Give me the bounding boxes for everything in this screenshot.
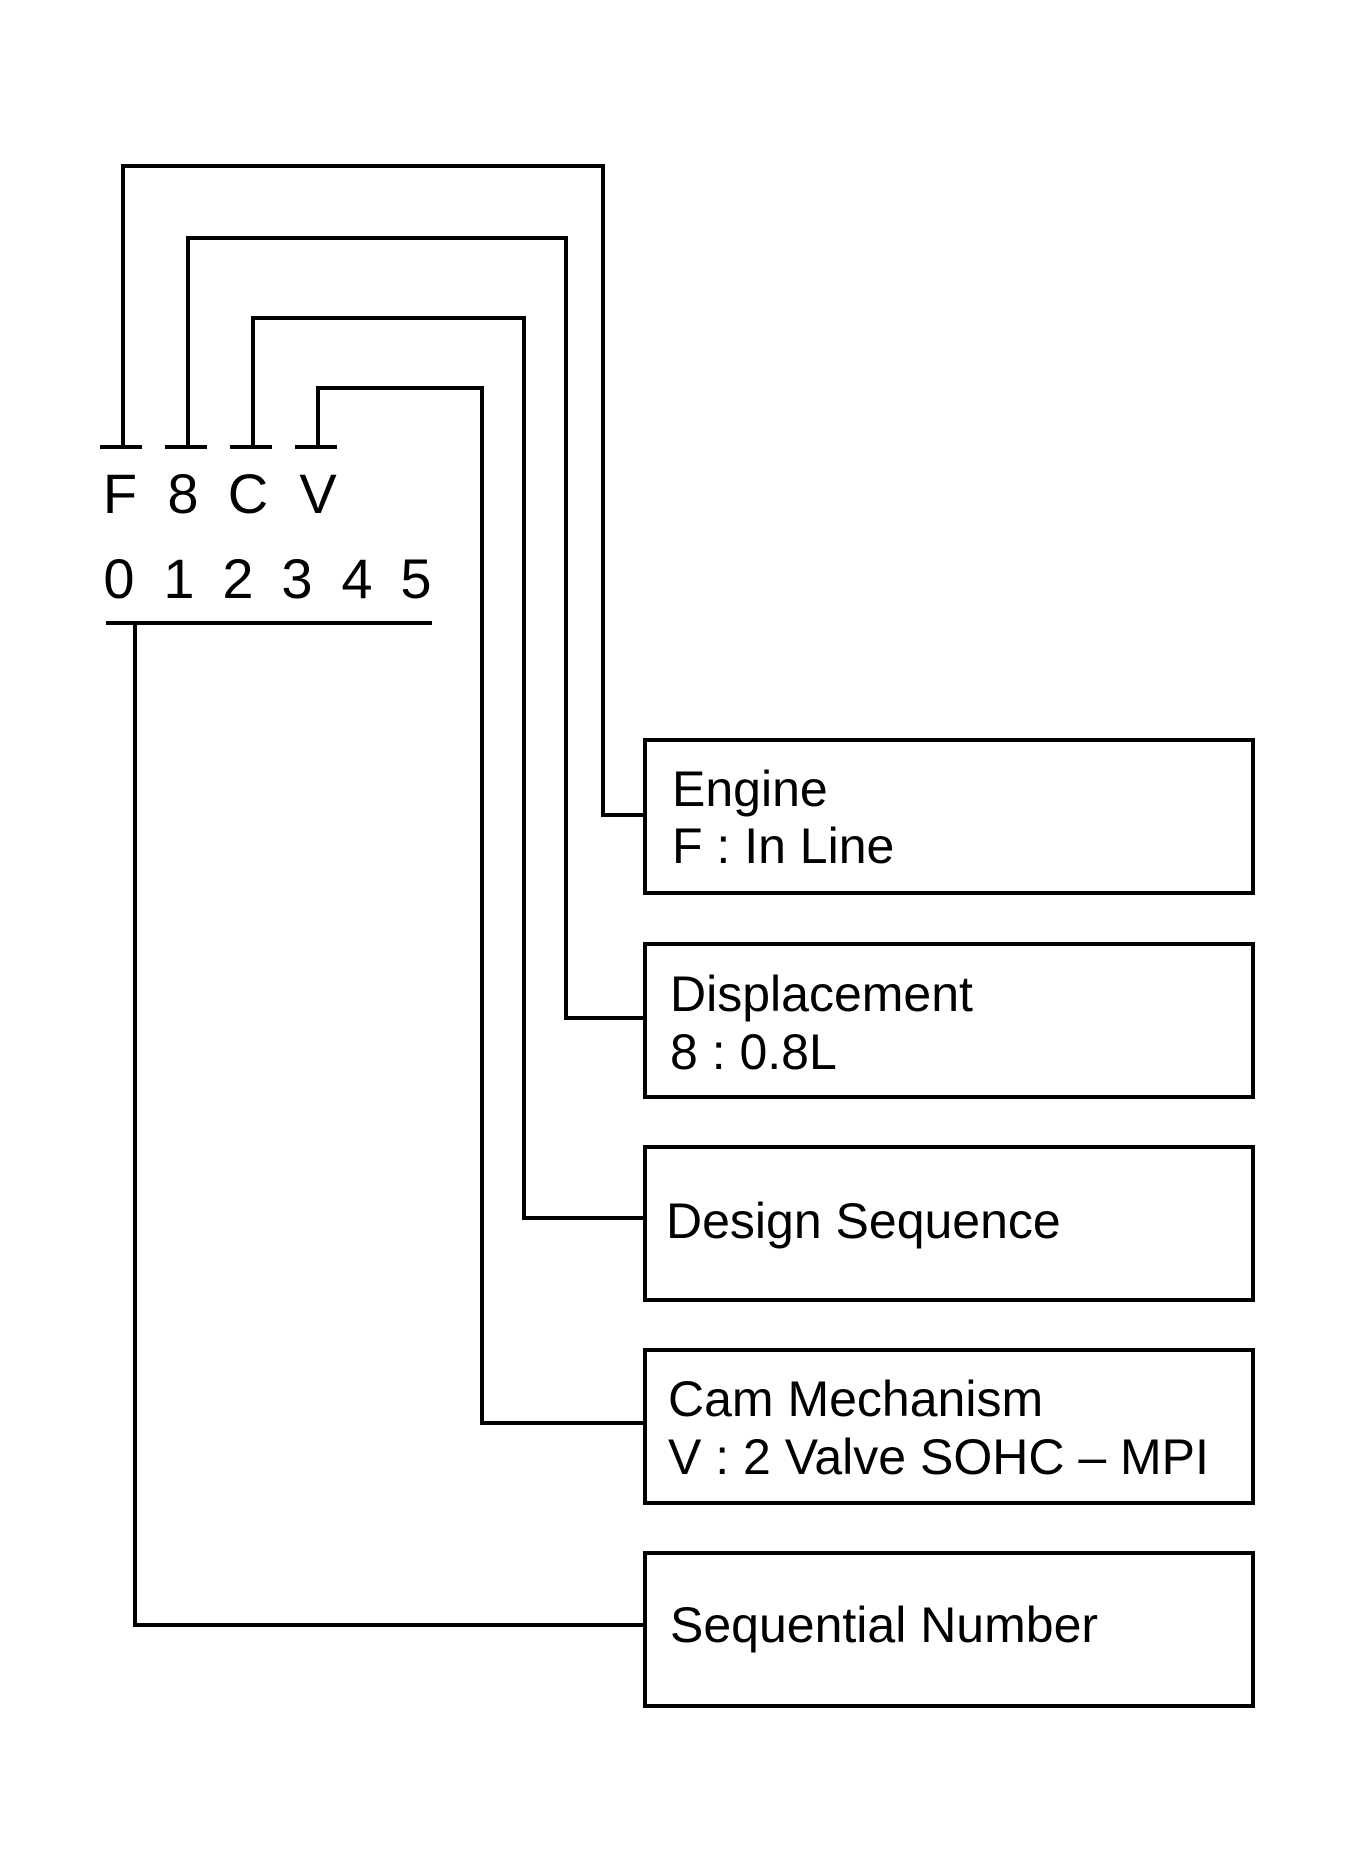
position-digit-1: 1 bbox=[163, 547, 194, 610]
design-sequence-box-frame bbox=[643, 1145, 1255, 1302]
engine-box-title: Engine bbox=[672, 761, 828, 817]
code-char-1: 8 bbox=[167, 462, 198, 525]
position-digit-4: 4 bbox=[341, 547, 372, 610]
connector-engine bbox=[121, 164, 645, 817]
position-digit-2: 2 bbox=[222, 547, 253, 610]
engine-box: Engine F : In Line bbox=[643, 738, 1255, 895]
displacement-box-title: Displacement bbox=[670, 966, 973, 1022]
cam-mechanism-box-detail: V : 2 Valve SOHC – MPI bbox=[668, 1429, 1209, 1485]
code-char-2: C bbox=[228, 462, 268, 525]
design-sequence-box-title: Design Sequence bbox=[666, 1193, 1061, 1249]
sequential-number-box-frame bbox=[643, 1551, 1255, 1708]
sequential-number-box: Sequential Number bbox=[643, 1551, 1255, 1708]
code-characters: F 8 C V bbox=[103, 462, 337, 525]
position-digit-0: 0 bbox=[103, 547, 134, 610]
engine-box-frame bbox=[643, 738, 1255, 895]
displacement-box-detail: 8 : 0.8L bbox=[670, 1024, 837, 1080]
position-digit-3: 3 bbox=[281, 547, 312, 610]
position-digits: 0 1 2 3 4 5 bbox=[103, 547, 431, 610]
engine-box-detail: F : In Line bbox=[672, 818, 894, 874]
position-digit-5: 5 bbox=[400, 547, 431, 610]
connector-sequential-number bbox=[133, 623, 645, 1627]
displacement-box-frame bbox=[643, 942, 1255, 1099]
code-char-0: F bbox=[103, 462, 137, 525]
cam-mechanism-box: Cam Mechanism V : 2 Valve SOHC – MPI bbox=[643, 1348, 1255, 1505]
displacement-box: Displacement 8 : 0.8L bbox=[643, 942, 1255, 1099]
connector-cam-mechanism bbox=[316, 386, 645, 1425]
cam-mechanism-box-title: Cam Mechanism bbox=[668, 1371, 1043, 1427]
design-sequence-box: Design Sequence bbox=[643, 1145, 1255, 1302]
connector-design-sequence bbox=[251, 316, 645, 1220]
cam-mechanism-box-frame bbox=[643, 1348, 1255, 1505]
connector-displacement bbox=[186, 236, 645, 1020]
sequential-number-box-title: Sequential Number bbox=[670, 1597, 1098, 1653]
code-char-3: V bbox=[299, 462, 337, 525]
